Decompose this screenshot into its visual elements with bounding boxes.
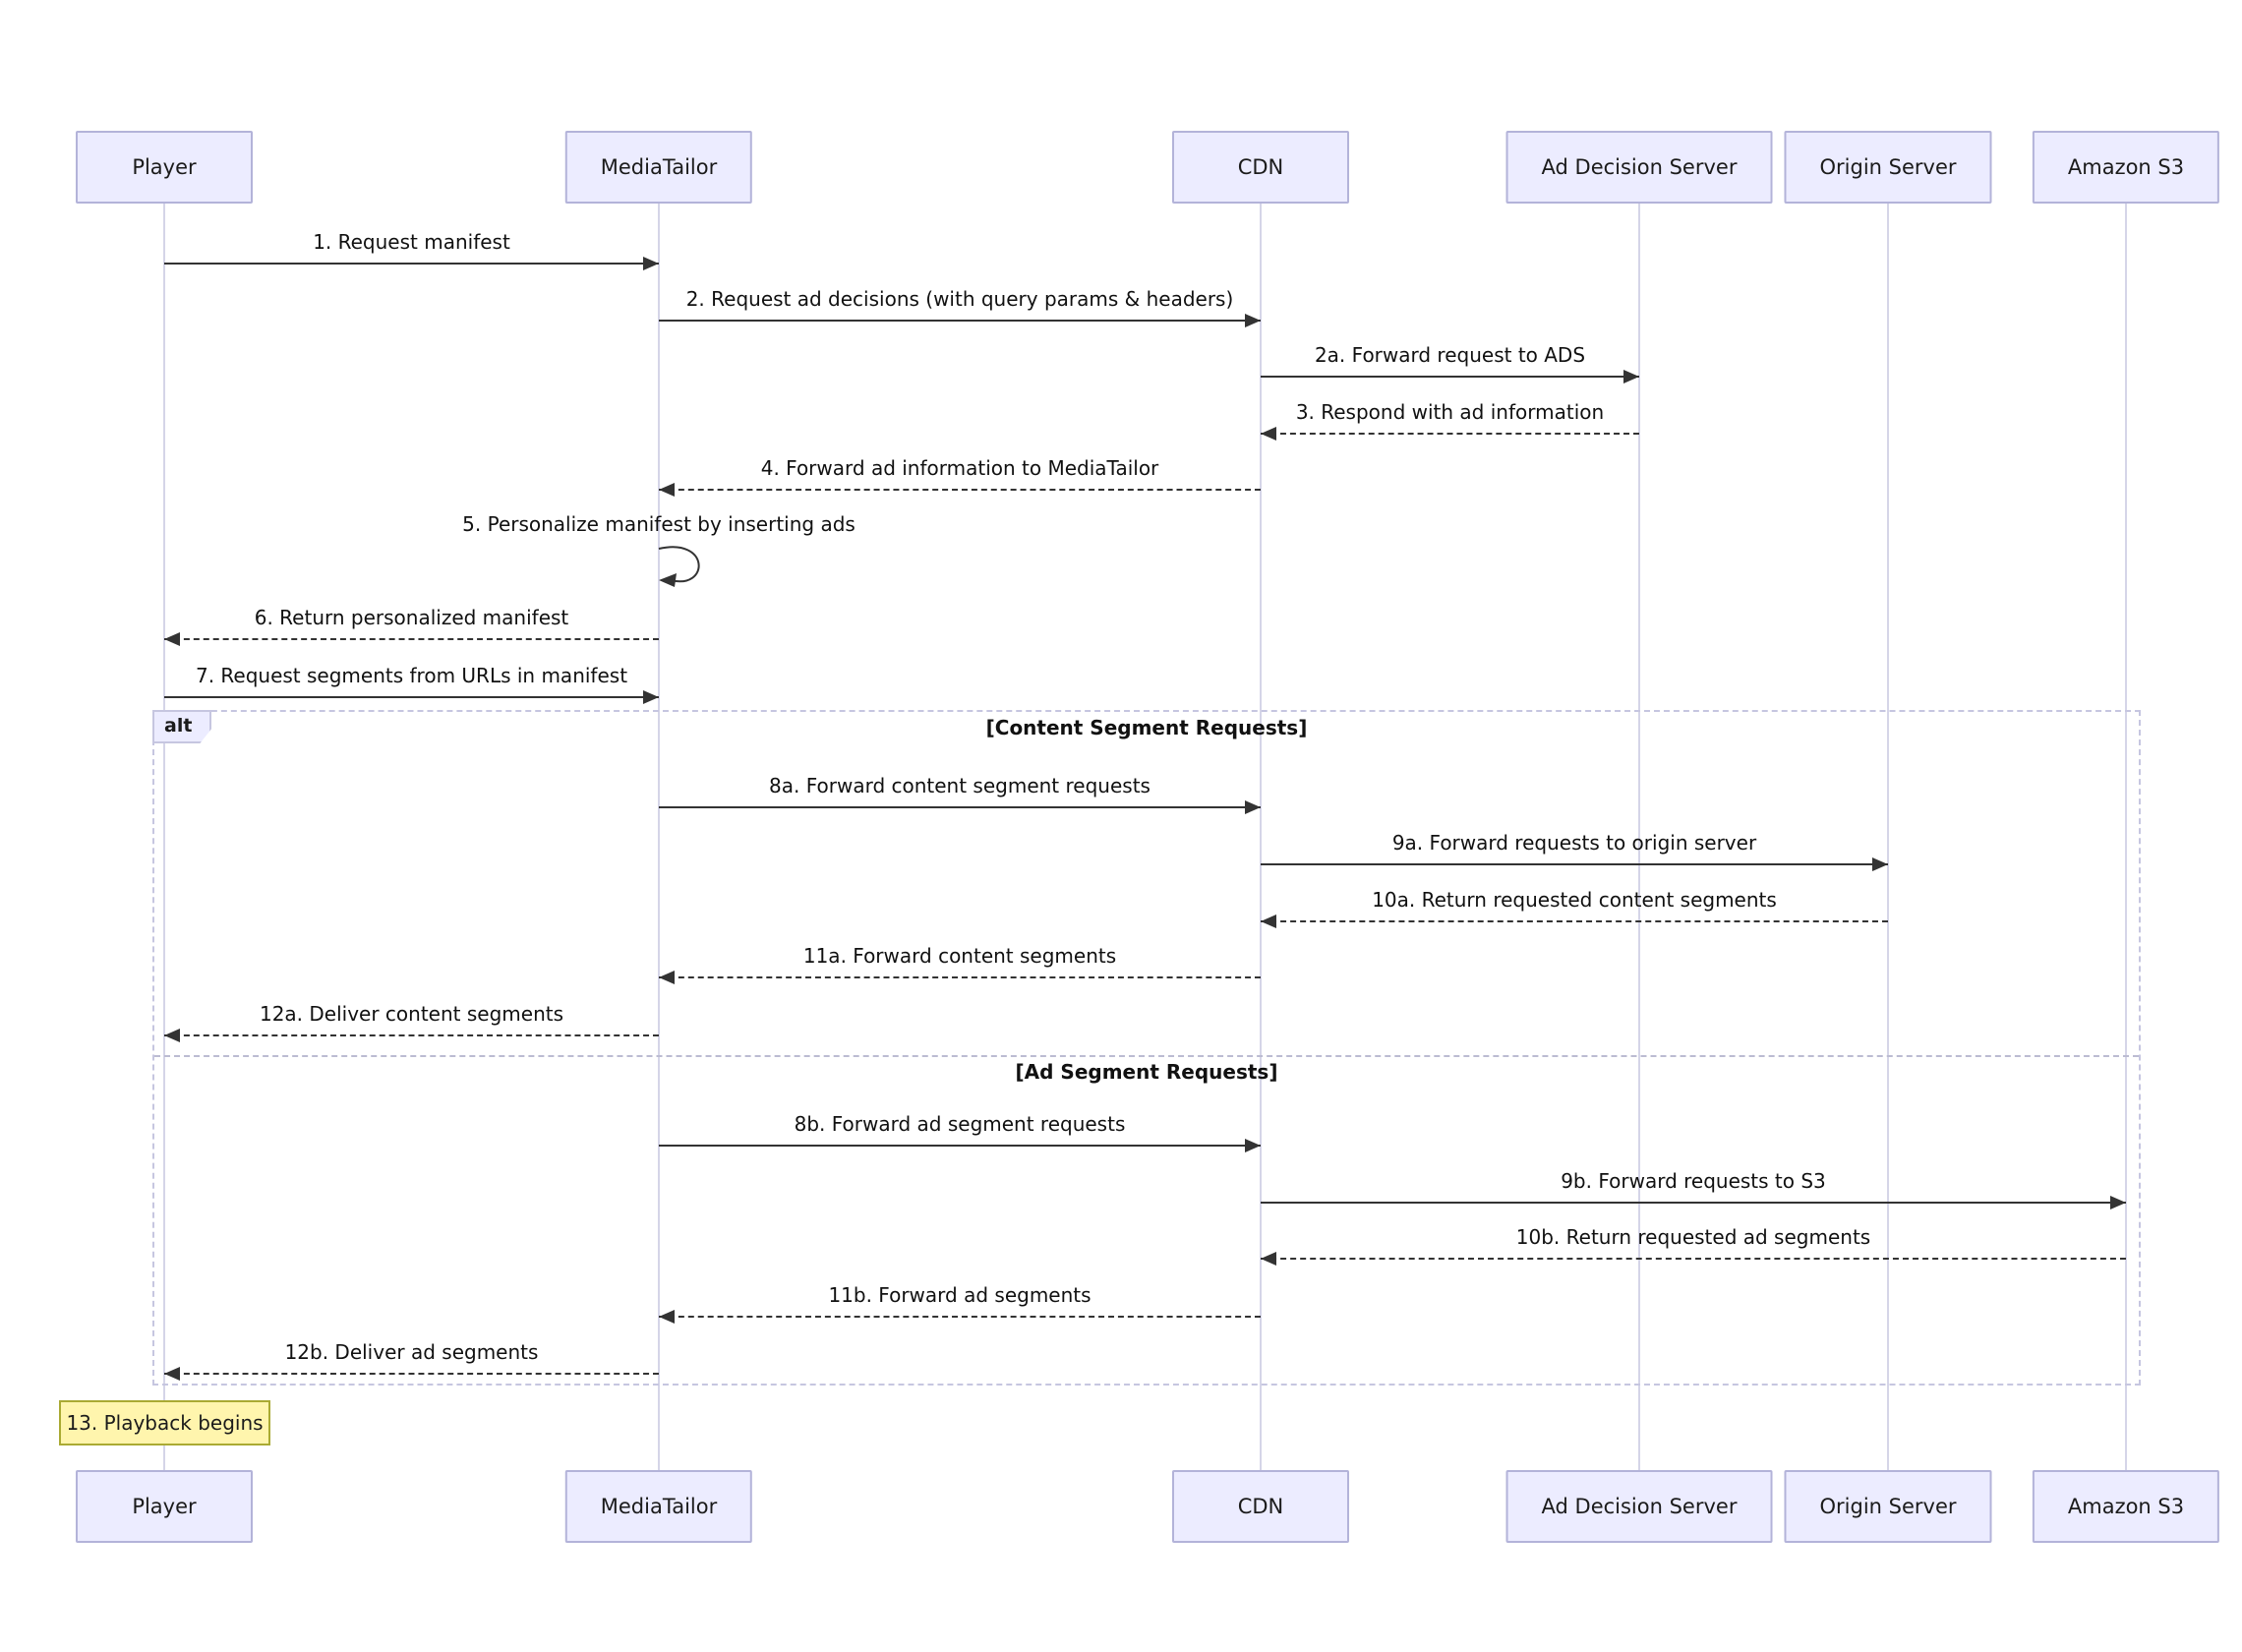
actor-bottom-amazon-s3: Amazon S3 (2032, 1470, 2220, 1543)
actor-label: MediaTailor (600, 155, 718, 179)
alt-section-ad-segments: [Ad Segment Requests] (1015, 1060, 1278, 1084)
arrowhead-icon (164, 1367, 180, 1381)
message-8b: 8b. Forward ad segment requests (659, 1111, 1261, 1152)
arrowhead-icon (1261, 914, 1276, 928)
actor-label: Origin Server (1819, 1495, 1957, 1518)
arrowhead-icon (659, 483, 675, 497)
lifeline-cdn (1260, 204, 1262, 1470)
lifeline-mediatailor (658, 204, 660, 1470)
actor-bottom-ad-decision-server: Ad Decision Server (1505, 1470, 1773, 1543)
lifeline-amazon-s3 (2125, 204, 2127, 1470)
actor-label: Origin Server (1819, 155, 1957, 179)
message-1: 1. Request manifest (164, 229, 659, 270)
actor-bottom-mediatailor: MediaTailor (564, 1470, 753, 1543)
self-loop-arrow (658, 546, 700, 587)
message-9a: 9a. Forward requests to origin server (1261, 830, 1888, 871)
lifeline-origin-server (1887, 204, 1889, 1470)
message-11b: 11b. Forward ad segments (659, 1282, 1261, 1324)
actor-label: CDN (1237, 155, 1284, 179)
arrowhead-icon (164, 632, 180, 646)
arrowhead-icon (1261, 1252, 1276, 1266)
message-4: 4. Forward ad information to MediaTailor (659, 455, 1261, 497)
arrowhead-icon (2110, 1196, 2126, 1210)
actor-top-mediatailor: MediaTailor (564, 131, 753, 204)
actor-label: Amazon S3 (2067, 155, 2185, 179)
actor-bottom-player: Player (76, 1470, 253, 1543)
message-3: 3. Respond with ad information (1261, 399, 1639, 441)
arrowhead-icon (643, 690, 659, 704)
message-12a: 12a. Deliver content segments (164, 1001, 659, 1042)
actor-top-player: Player (76, 131, 253, 204)
actor-label: Ad Decision Server (1541, 155, 1738, 179)
actor-top-origin-server: Origin Server (1784, 131, 1992, 204)
message-2a: 2a. Forward request to ADS (1261, 342, 1639, 384)
alt-section-content-segments: [Content Segment Requests] (985, 716, 1308, 739)
arrowhead-icon (1261, 427, 1276, 441)
arrowhead-icon (164, 1029, 180, 1042)
actor-top-amazon-s3: Amazon S3 (2032, 131, 2220, 204)
actor-top-cdn: CDN (1172, 131, 1349, 204)
message-2: 2. Request ad decisions (with query para… (659, 286, 1261, 327)
message-11a: 11a. Forward content segments (659, 943, 1261, 984)
arrowhead-icon (659, 971, 675, 984)
arrowhead-icon (1245, 314, 1261, 327)
arrowhead-icon (1245, 800, 1261, 814)
arrowhead-icon (1245, 1139, 1261, 1152)
actor-bottom-origin-server: Origin Server (1784, 1470, 1992, 1543)
arrowhead-icon (659, 1310, 675, 1324)
actor-label: Player (132, 155, 197, 179)
message-6: 6. Return personalized manifest (164, 605, 659, 646)
message-10a: 10a. Return requested content segments (1261, 887, 1888, 928)
alt-frame-label: alt (152, 710, 212, 743)
message-5: 5. Personalize manifest by inserting ads (462, 512, 856, 536)
message-10b: 10b. Return requested ad segments (1261, 1224, 2126, 1266)
actor-label: Ad Decision Server (1541, 1495, 1738, 1518)
note-label: 13. Playback begins (66, 1411, 264, 1435)
arrowhead-icon (643, 257, 659, 270)
message-8a: 8a. Forward content segment requests (659, 773, 1261, 814)
actor-label: Player (132, 1495, 197, 1518)
alt-section-divider (154, 1055, 2139, 1057)
message-9b: 9b. Forward requests to S3 (1261, 1168, 2126, 1210)
message-12b: 12b. Deliver ad segments (164, 1339, 659, 1381)
lifeline-ad-decision-server (1638, 204, 1640, 1470)
actor-top-ad-decision-server: Ad Decision Server (1505, 131, 1773, 204)
arrowhead-icon (1872, 857, 1888, 871)
actor-label: Amazon S3 (2067, 1495, 2185, 1518)
message-7: 7. Request segments from URLs in manifes… (164, 663, 659, 704)
lifeline-player (163, 204, 165, 1470)
actor-label: CDN (1237, 1495, 1284, 1518)
arrowhead-icon (1623, 370, 1639, 384)
alt-frame: alt [Content Segment Requests] [Ad Segme… (152, 710, 2141, 1386)
note-playback-begins: 13. Playback begins (59, 1400, 270, 1446)
actor-label: MediaTailor (600, 1495, 718, 1518)
actor-bottom-cdn: CDN (1172, 1470, 1349, 1543)
